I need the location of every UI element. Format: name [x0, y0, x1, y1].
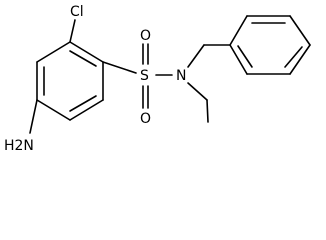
ring-double-bond [284, 46, 303, 68]
c-cl-bond [69, 19, 76, 43]
ring-bond [289, 15, 311, 46]
aniline-ring [36, 41, 104, 121]
ring-double-bond [237, 45, 253, 68]
nitrogen-label: N [176, 68, 186, 84]
ring-double-bond [69, 95, 97, 112]
amino-label: H2N [4, 138, 34, 154]
c-n-amino-bond [29, 99, 38, 134]
ring-bond [36, 41, 71, 63]
ring-bond [36, 99, 71, 121]
background [0, 0, 326, 157]
oxygen-top-label: O [140, 28, 151, 44]
ring-bond [69, 99, 104, 121]
ring-bond [229, 15, 248, 46]
n-ch2-benzyl-bond [187, 44, 205, 68]
ring-double-bond [69, 50, 97, 67]
ring-bond [229, 44, 248, 75]
n-ch2-ethyl-bond [187, 82, 208, 101]
ring-bond [69, 41, 104, 63]
phenyl-ring [229, 15, 311, 75]
ring-bond [289, 44, 311, 75]
oxygen-bottom-label: O [140, 111, 151, 127]
chemical-structure: Cl H2N S O O N [0, 0, 326, 157]
chlorine-label: Cl [70, 4, 84, 20]
sulfur-label: S [140, 68, 149, 84]
ethyl-cc-bond [206, 99, 209, 123]
c-s-bond [102, 61, 137, 74]
